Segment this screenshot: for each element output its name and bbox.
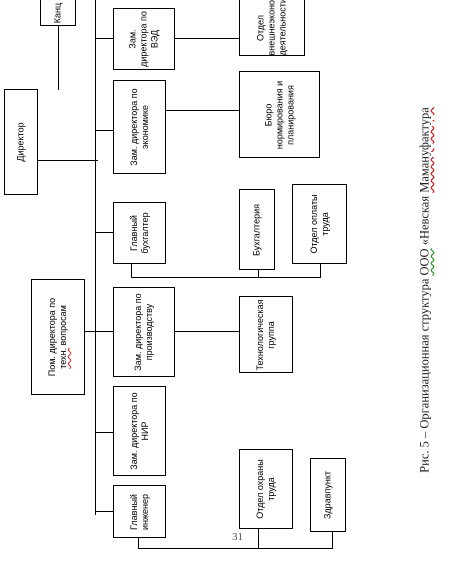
chief-accountant-box: Главный бухгалтер [113, 202, 166, 264]
tech-group-box: Технологическая группа [239, 296, 293, 373]
connector-accountant [95, 232, 113, 233]
connector-ved [95, 38, 113, 39]
connector-econ [95, 130, 113, 131]
accountant-down [131, 264, 132, 278]
deputy-ved-label: Зам. директора по ВЭД [127, 11, 160, 67]
labor-pay-label: Отдел оплаты труда [308, 194, 330, 254]
engineer-down [138, 538, 139, 549]
chief-engineer-box: Главный инженер [113, 485, 166, 538]
caption-ooo: ООО [417, 248, 432, 276]
engineer-bus [138, 548, 333, 549]
foreign-dept-box: Отдел внешнеэкономической деятельности [239, 0, 305, 56]
accounting-label: Бухгалтерия [251, 203, 262, 256]
chief-engineer-label: Главный инженер [128, 493, 150, 530]
bureau-norm-box: Бюро нормирования и планирования [239, 71, 320, 158]
connector-director-bus [38, 160, 98, 161]
bureau-norm-label: Бюро нормирования и планирования [263, 80, 295, 149]
main-bus-line [95, 0, 96, 515]
deputy-production-label: Зам. директора по производству [133, 293, 154, 371]
connector-kanc-up [58, 18, 59, 90]
connector-production-tech [175, 331, 239, 332]
labor-pay-box: Отдел оплаты труда [292, 184, 347, 264]
health-up [332, 532, 333, 549]
labor-safety-label: Отдел охраны труда [255, 459, 276, 519]
page-number: 31 [232, 531, 243, 543]
foreign-dept-label: Отдел внешнеэкономической деятельности [255, 0, 288, 55]
health-center-box: Здравпункт [310, 458, 346, 532]
caption-brand: Мамануфактура [417, 107, 432, 193]
connector-ved-dept [175, 38, 239, 39]
connector-engineer [95, 511, 113, 512]
connector-production [85, 331, 113, 332]
safety-up [258, 529, 259, 549]
labor-pay-up [320, 264, 321, 278]
chief-accountant-label: Главный бухгалтер [128, 212, 150, 254]
deputy-nir-box: Зам. директора по НИР [113, 386, 166, 476]
health-center-label: Здравпункт [322, 471, 333, 519]
connector-econ-bureau [166, 110, 239, 111]
figure-caption: Рис. 5 – Организационная структура ООО «… [418, 107, 433, 473]
caption-mid: «Невская [417, 192, 432, 249]
director-box: Директор [4, 89, 38, 195]
connector-nir [95, 432, 113, 433]
labor-safety-box: Отдел охраны труда [239, 449, 293, 529]
deputy-econ-label: Зам. директора по экономике [128, 88, 150, 166]
kanc-box: Канц [40, 0, 76, 26]
deputy-ved-box: Зам. директора по ВЭД [113, 8, 175, 70]
accountant-bus [131, 277, 321, 278]
kanc-label: Канц [52, 2, 63, 23]
deputy-econ-box: Зам. директора по экономике [113, 80, 166, 174]
caption-prefix: Рис. 5 – Организационная структура [417, 275, 432, 473]
deputy-nir-label: Зам. директора по НИР [128, 392, 150, 470]
deputy-production-box: Зам. директора по производству [113, 287, 175, 377]
director-label: Директор [15, 122, 26, 162]
accounting-up [258, 270, 259, 278]
tech-group-label: Технологическая группа [255, 299, 276, 370]
accounting-box: Бухгалтерия [239, 189, 275, 270]
